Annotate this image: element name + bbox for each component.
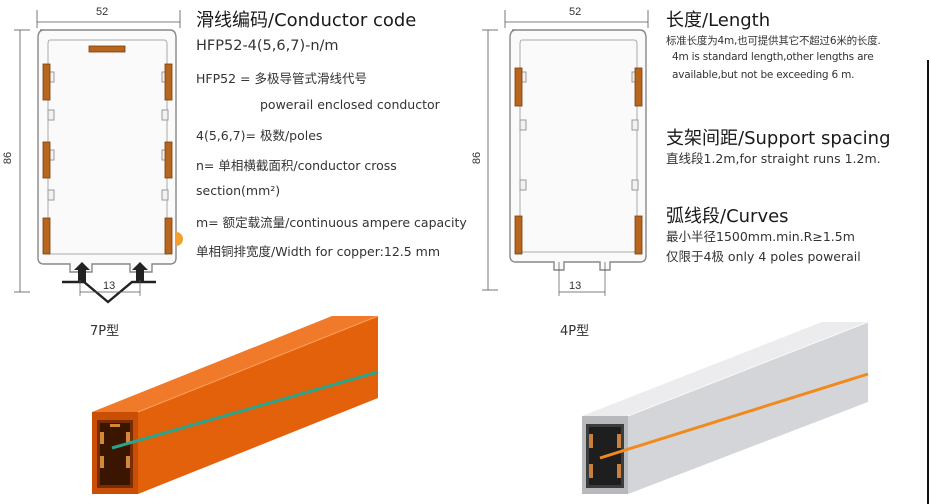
support-spacing-heading: 支架间距/Support spacing xyxy=(666,128,891,149)
code-line: n= 单相横截面积/conductor cross xyxy=(196,158,397,173)
code-line: powerail enclosed conductor xyxy=(260,97,440,112)
curves-line: 最小半径1500mm.min.R≥1.5m xyxy=(666,229,855,244)
width-dimension-label: 52 xyxy=(96,6,109,18)
code-line: 4(5,6,7)= 极数/poles xyxy=(196,128,323,143)
curves-line: 仅限于4极 only 4 poles powerail xyxy=(666,249,861,264)
code-line: 单相铜排宽度/Width for copper:12.5 mm xyxy=(196,244,441,259)
copper-bar xyxy=(42,63,51,101)
width-dimension-label: 52 xyxy=(569,6,582,18)
curves-heading: 弧线段/Curves xyxy=(666,206,789,227)
length-line: 标准长度为4m,也可提供其它不超过6米的长度. xyxy=(666,35,881,47)
copper-bar xyxy=(164,217,173,255)
copper-bar xyxy=(164,63,173,101)
copper-bar xyxy=(42,141,51,179)
code-line: m= 额定载流量/continuous ampere capacity xyxy=(196,215,467,230)
height-dimension-label: 86 xyxy=(471,151,484,165)
copper-bar xyxy=(514,215,523,255)
copper-bar xyxy=(634,67,643,107)
profile-caption-4p: 4P型 xyxy=(560,324,590,339)
length-line: 4m is standard length,other lengths are xyxy=(672,51,874,63)
copper-bar xyxy=(88,45,126,53)
copper-bar xyxy=(42,217,51,255)
code-line: HFP52 = 多极导管式滑线代号 xyxy=(196,71,367,86)
length-line: available,but not be exceeding 6 m. xyxy=(672,69,855,81)
length-heading: 长度/Length xyxy=(666,10,771,31)
conductor-code-value: HFP52-4(5,6,7)-n/m xyxy=(196,38,339,54)
profile-caption-7p: 7P型 xyxy=(90,324,120,339)
conductor-code-heading: 滑线编码/Conductor code xyxy=(196,10,417,31)
support-spacing-line: 直线段1.2m,for straight runs 1.2m. xyxy=(666,151,881,166)
height-dimension-label: 86 xyxy=(2,151,15,165)
code-line: section(mm²) xyxy=(196,183,281,198)
orange-housing-3d xyxy=(92,315,379,494)
copper-bar xyxy=(164,141,173,179)
grey-housing-3d xyxy=(582,321,869,494)
bottom-dimension-label: 13 xyxy=(569,280,582,292)
copper-bar xyxy=(634,215,643,255)
bottom-dimension-label: 13 xyxy=(103,280,116,292)
copper-bar xyxy=(514,67,523,107)
